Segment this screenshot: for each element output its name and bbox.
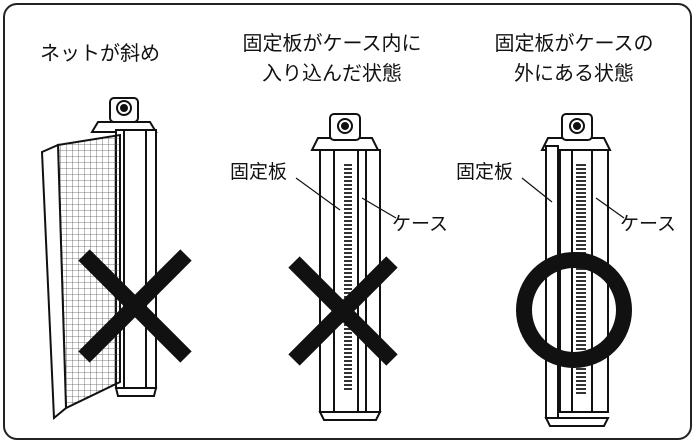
panel2-device	[310, 113, 382, 421]
panel1-device	[40, 97, 158, 421]
panel1-title: ネットが斜め	[40, 41, 160, 65]
panel3-title-line2: 外にある状態	[514, 61, 634, 85]
panel2-labels: 固定板 ケース	[230, 161, 448, 235]
plate-leader-line	[295, 177, 341, 211]
case-label: ケース	[620, 213, 676, 235]
o-mark	[516, 252, 632, 368]
panel3-device	[540, 113, 612, 427]
case-leader-line	[595, 197, 625, 219]
diagram-frame	[3, 3, 692, 440]
plate-leader-line	[521, 177, 553, 203]
panel2-title-line1: 固定板がケース内に	[243, 31, 422, 55]
plate-label: 固定板	[456, 161, 513, 183]
x-mark	[78, 249, 192, 363]
panel3-title-line1: 固定板がケースの	[495, 31, 654, 55]
case-label: ケース	[392, 213, 448, 235]
case-leader-line	[361, 197, 397, 219]
plate-label: 固定板	[230, 161, 287, 183]
x-mark	[288, 256, 398, 366]
panel2-title-line2: 入り込んだ状態	[262, 61, 402, 85]
panel3-labels: 固定板 ケース	[456, 161, 676, 235]
